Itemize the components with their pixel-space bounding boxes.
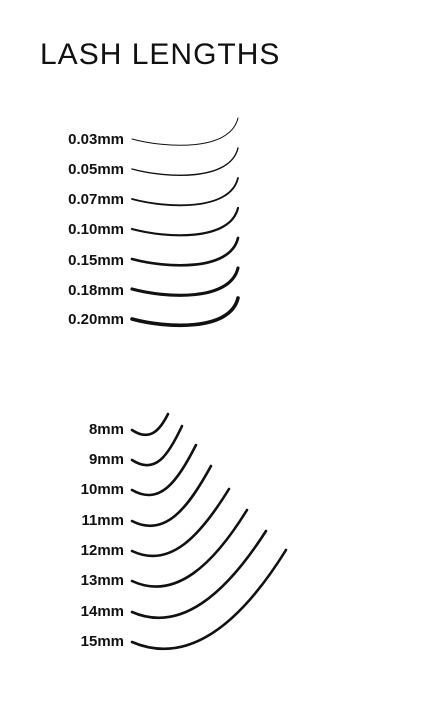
thickness-label: 0.20mm <box>68 311 124 328</box>
lash-curve-13mm <box>130 508 249 588</box>
length-label: 11mm <box>81 512 124 529</box>
lash-curve-12mm <box>130 487 231 558</box>
lash-curve-0.07mm <box>131 177 239 207</box>
thickness-label: 0.05mm <box>68 161 124 178</box>
length-label: 10mm <box>80 481 124 498</box>
thickness-label: 0.15mm <box>68 252 124 269</box>
lash-curve-14mm <box>130 529 268 619</box>
length-label: 13mm <box>80 572 124 589</box>
length-label: 15mm <box>80 633 124 650</box>
thickness-label: 0.10mm <box>68 221 124 238</box>
lash-curve-9mm <box>130 424 184 467</box>
lash-curve-15mm <box>130 548 288 651</box>
lash-curve-0.20mm <box>130 296 240 328</box>
length-label: 9mm <box>88 451 124 468</box>
thickness-label: 0.03mm <box>68 131 124 148</box>
thickness-label: 0.07mm <box>68 191 124 208</box>
lash-curve-0.05mm <box>131 147 239 176</box>
lash-curve-0.15mm <box>130 236 240 267</box>
lash-curve-0.18mm <box>130 266 240 297</box>
lash-curve-8mm <box>130 412 170 437</box>
thickness-label: 0.18mm <box>68 282 124 299</box>
lash-curve-0.03mm <box>131 117 239 146</box>
length-label: 8mm <box>88 421 124 438</box>
lash-curve-10mm <box>130 443 198 497</box>
length-label: 14mm <box>80 603 124 620</box>
lash-curve-11mm <box>130 464 213 528</box>
lash-curve-0.10mm <box>130 206 240 237</box>
length-label: 12mm <box>80 542 124 559</box>
page-title: LASH LENGTHS <box>40 38 281 71</box>
